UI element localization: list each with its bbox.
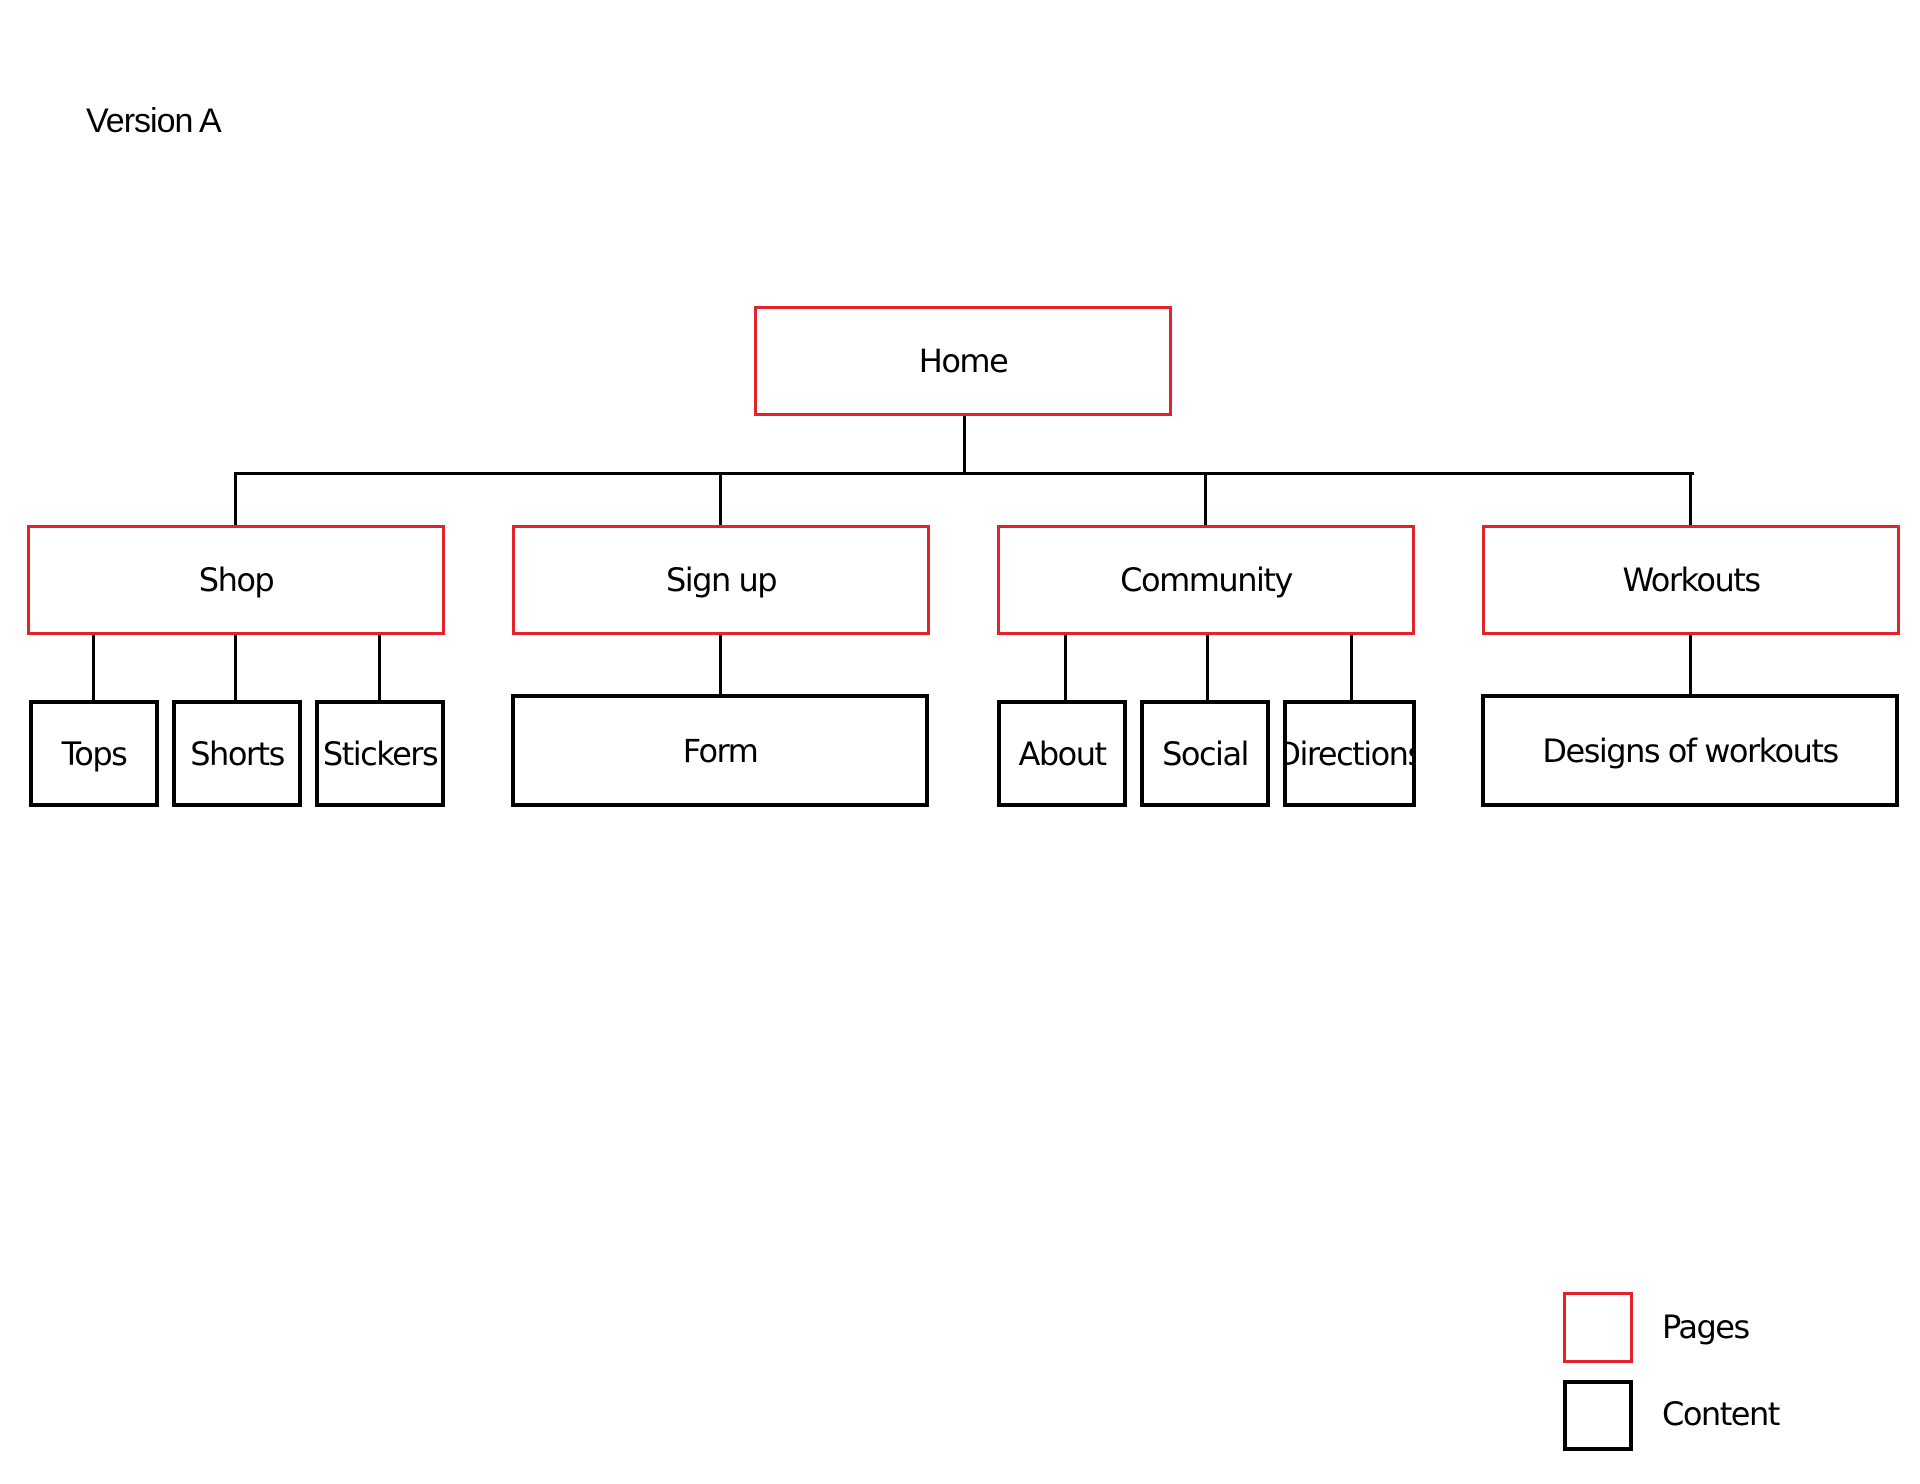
node-form: Form	[511, 694, 929, 807]
connector-community-social	[1206, 633, 1209, 702]
node-sign-up: Sign up	[512, 525, 930, 635]
node-stickers: Stickers	[315, 700, 445, 807]
connector-workouts-designs	[1689, 633, 1692, 696]
version-title: Version A	[86, 102, 222, 140]
connector-horizontal-bus	[235, 472, 1694, 475]
connector-shop-tops	[92, 633, 95, 702]
legend-pages-label: Pages	[1662, 1308, 1750, 1346]
connector-to-community	[1204, 472, 1207, 527]
connector-to-workouts	[1689, 472, 1692, 527]
node-directions: Directions	[1283, 700, 1416, 807]
node-designs-of-workouts: Designs of workouts	[1481, 694, 1899, 807]
connector-signup-form	[719, 633, 722, 696]
connector-to-signup	[719, 472, 722, 527]
node-about: About	[997, 700, 1127, 807]
node-workouts: Workouts	[1482, 525, 1900, 635]
node-tops: Tops	[29, 700, 159, 807]
node-community: Community	[997, 525, 1415, 635]
connector-shop-stickers	[378, 633, 381, 702]
node-social: Social	[1140, 700, 1270, 807]
legend-content-label: Content	[1662, 1395, 1780, 1433]
node-shorts: Shorts	[172, 700, 302, 807]
node-home: Home	[754, 306, 1172, 416]
connector-shop-shorts	[234, 633, 237, 702]
connector-home-down	[963, 415, 966, 474]
legend-content-swatch	[1563, 1380, 1633, 1451]
connector-to-shop	[234, 472, 237, 527]
connector-community-directions	[1350, 633, 1353, 702]
connector-community-about	[1064, 633, 1067, 702]
legend-pages-swatch	[1563, 1292, 1633, 1363]
node-shop: Shop	[27, 525, 445, 635]
